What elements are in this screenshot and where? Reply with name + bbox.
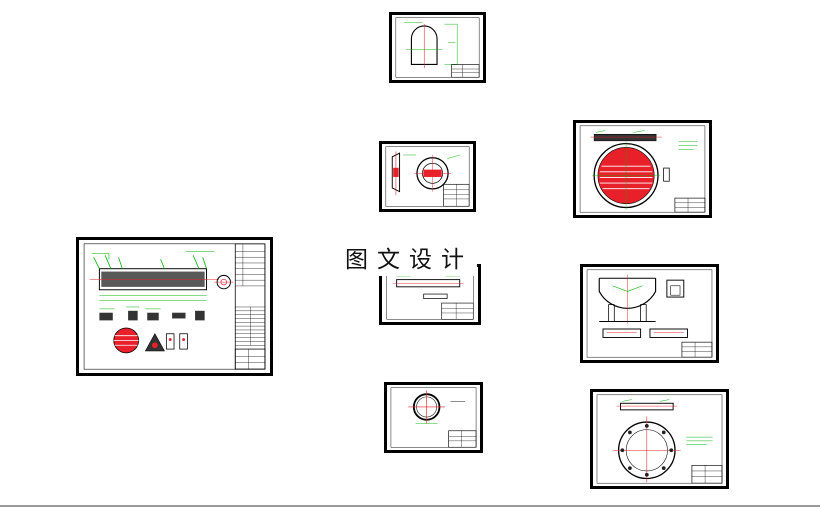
bottom-rule [0,505,820,507]
flange-section-drawing [385,146,470,207]
tube-plate-drawing [579,125,706,213]
manway-cover-drawing [395,17,480,78]
assembly-drawing-sheet [76,237,273,376]
shaft-part-drawing [386,269,474,320]
bolted-flange-drawing [596,394,723,484]
ring-part-sheet [384,382,483,453]
ring-part-drawing [390,387,477,448]
manway-cover-sheet [389,12,486,83]
assembly-drawing [83,243,266,370]
bolted-flange-sheet [590,389,729,489]
watermark-caption: 图文设计 [341,238,477,276]
saddle-support-drawing [586,269,713,358]
tube-plate-sheet [573,120,712,218]
flange-section-sheet [379,141,476,212]
saddle-support-sheet [580,264,719,363]
